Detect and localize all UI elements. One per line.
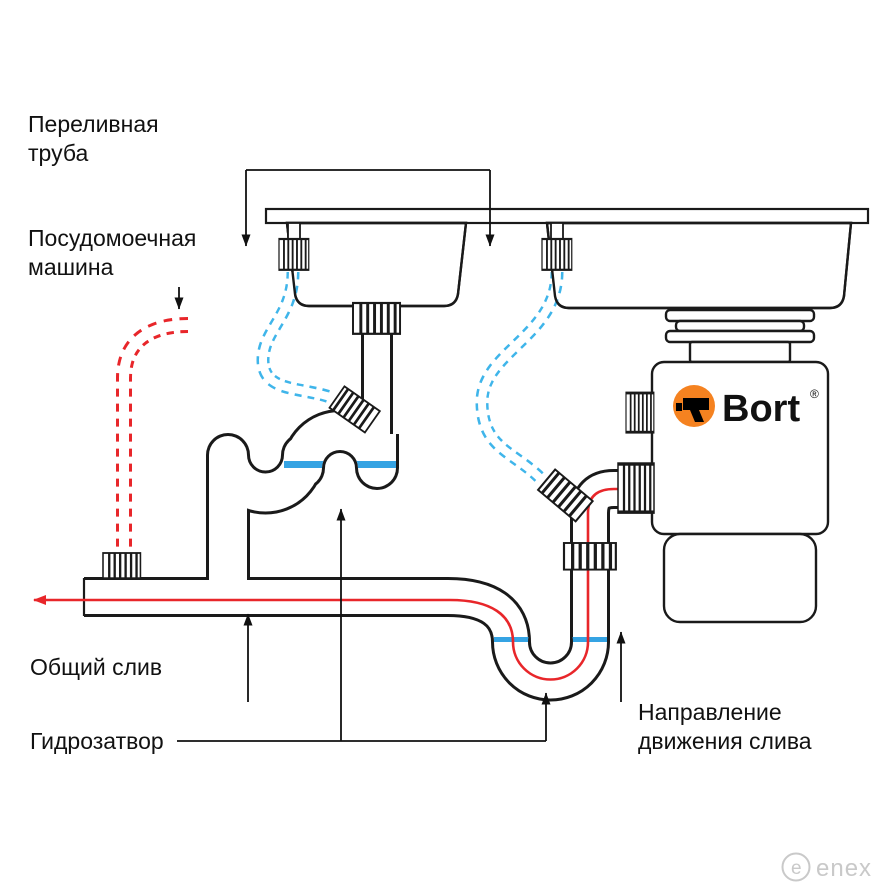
disposer-inlet-boss (626, 393, 654, 432)
couplings (101, 222, 654, 580)
watermark-text: enex (816, 855, 872, 882)
label-dishwasher: Посудомоечная машина (28, 225, 197, 280)
label-overflow-pipe: Переливная труба (28, 111, 159, 166)
watermark: e enex (781, 852, 872, 882)
watermark-initial: e (791, 858, 802, 879)
disposer-flange-mid (674, 319, 806, 333)
overflow-hose-right-bore (477, 271, 561, 481)
bort-logo: Bort ® (673, 385, 819, 430)
overflow-stub-right (550, 222, 564, 240)
callout-pointers (174, 169, 626, 742)
left-sink-basin (285, 221, 468, 308)
sink-strainer-coupling (351, 301, 402, 336)
disposer-flange-bottom (664, 329, 816, 344)
disposer-base (662, 532, 818, 624)
overflow-stub-left (287, 222, 301, 240)
dishwasher-pipe-connector (101, 551, 142, 580)
overflow-hoses (256, 271, 564, 483)
label-water-trap: Гидрозатвор (30, 728, 164, 754)
disposer-flange-top (664, 308, 816, 323)
left-sink-outline (285, 221, 468, 308)
watermark-circle (781, 852, 811, 882)
riser-coupling-nut (562, 541, 618, 572)
label-common-drain: Общий слив (30, 654, 163, 680)
disposer-unit (650, 308, 830, 624)
right-sink-outline (545, 221, 853, 310)
dishwasher-hose-outline (116, 317, 189, 551)
brand-text: Bort (722, 388, 800, 430)
drill-icon (676, 398, 709, 422)
overflow-connector-left (277, 237, 311, 272)
countertop (264, 207, 870, 225)
dishwasher-hose (116, 317, 189, 551)
label-flow-direction: Направление движения слива (638, 699, 812, 754)
dishwasher-hose-bore (119, 320, 189, 551)
overflow-connector-right (540, 237, 574, 272)
disposer-outlet-nut (618, 464, 654, 512)
overflow-hose-left-bore (258, 271, 332, 401)
right-sink-basin (545, 221, 853, 310)
registered-mark: ® (810, 387, 819, 401)
disposer-neck (688, 340, 792, 364)
